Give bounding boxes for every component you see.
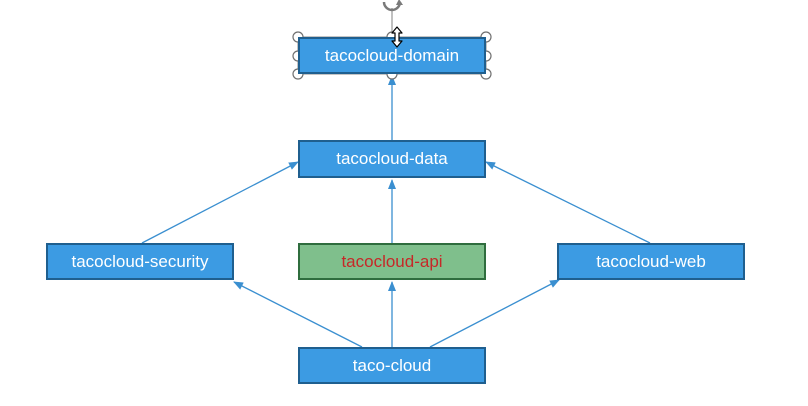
arrow-security-to-data[interactable] <box>141 161 299 244</box>
node-tacocloud-security[interactable]: tacocloud-security <box>46 243 234 280</box>
node-tacocloud-domain[interactable]: tacocloud-domain <box>298 37 486 74</box>
node-tacocloud-api[interactable]: tacocloud-api <box>298 243 486 280</box>
node-tacocloud-data[interactable]: tacocloud-data <box>298 140 486 178</box>
node-label-data: tacocloud-data <box>336 149 448 168</box>
arrow-taco-to-security[interactable] <box>233 281 363 348</box>
node-tacocloud-web[interactable]: tacocloud-web <box>557 243 745 280</box>
node-label-security: tacocloud-security <box>71 251 209 271</box>
node-label-api: tacocloud-api <box>341 251 443 271</box>
node-taco-cloud[interactable]: taco-cloud <box>298 347 486 384</box>
node-label-web: tacocloud-web <box>596 251 706 271</box>
rotate-icon[interactable] <box>382 0 403 12</box>
move-cursor-icon <box>391 26 403 48</box>
arrow-taco-to-web[interactable] <box>429 279 560 348</box>
arrow-web-to-data[interactable] <box>485 161 651 244</box>
node-label-domain: tacocloud-domain <box>324 45 460 65</box>
node-label-taco: taco-cloud <box>352 355 432 375</box>
